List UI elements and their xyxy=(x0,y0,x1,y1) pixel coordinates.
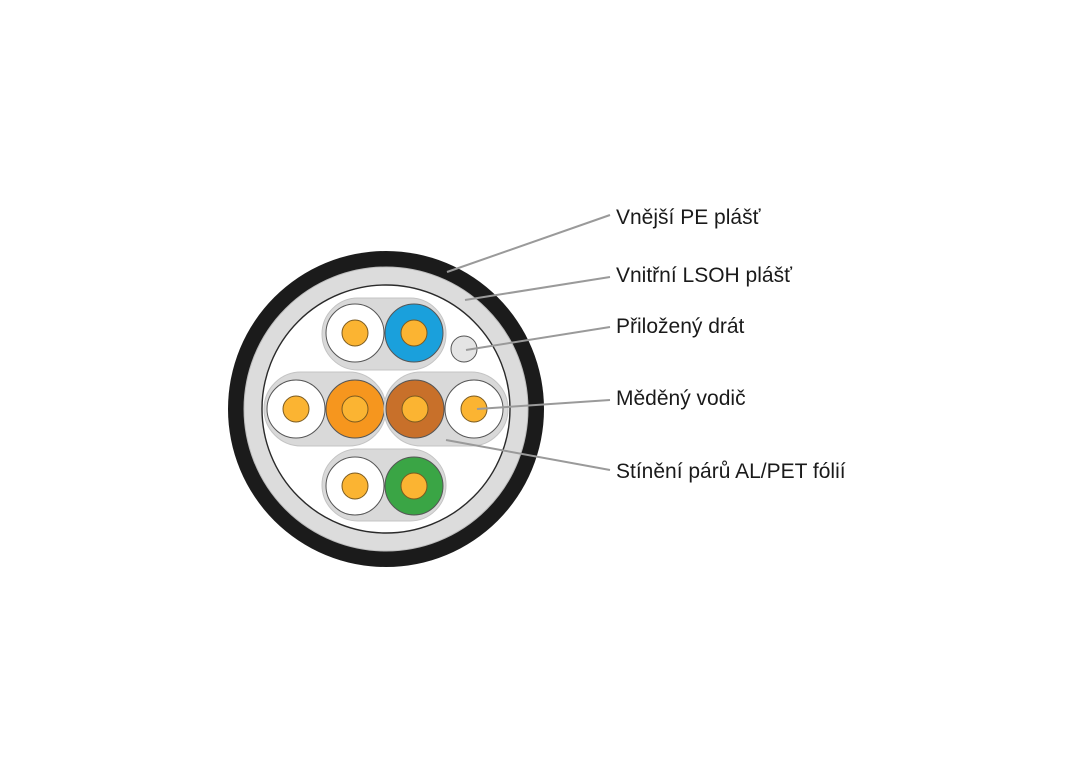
pair-middle-orange xyxy=(263,371,387,447)
copper-conductor xyxy=(400,472,428,500)
label-pair-shield-foil: Stínění párů AL/PET fólií xyxy=(616,460,846,483)
copper-conductor xyxy=(341,472,369,500)
copper-conductor xyxy=(341,395,369,423)
pair-middle-brown xyxy=(383,371,509,447)
copper-conductor xyxy=(341,319,369,347)
leader-line-inner-jacket xyxy=(464,276,611,301)
leader-line-outer-jacket xyxy=(446,214,611,273)
copper-conductor xyxy=(401,395,429,423)
pair-bottom-green xyxy=(321,448,447,522)
leader-line-copper-conductor xyxy=(476,399,611,410)
label-inner-lsoh-jacket: Vnitřní LSOH plášť xyxy=(616,264,792,287)
label-drain-wire: Přiložený drát xyxy=(616,315,745,338)
pair-top-blue xyxy=(321,297,447,371)
copper-conductor xyxy=(282,395,310,423)
leader-line-drain-wire xyxy=(465,326,611,351)
leader-line-pair-shield xyxy=(445,439,611,471)
copper-conductor xyxy=(400,319,428,347)
label-copper-conductor: Měděný vodič xyxy=(616,387,746,410)
label-outer-pe-jacket: Vnější PE plášť xyxy=(616,206,761,229)
